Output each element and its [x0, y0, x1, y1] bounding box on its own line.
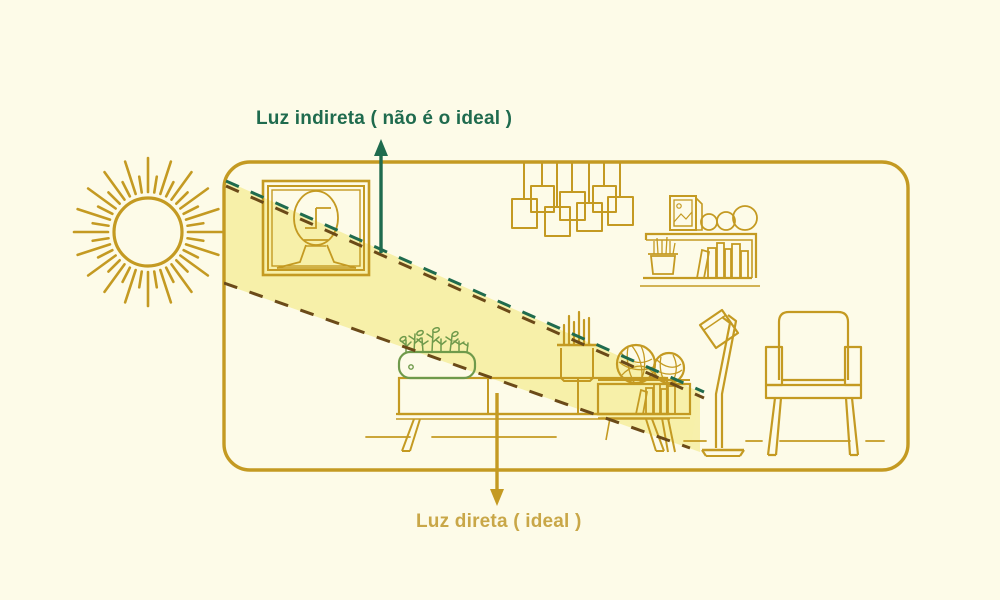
sun-ray [121, 266, 132, 284]
sun-ray [96, 248, 114, 259]
sun-ray [103, 170, 126, 201]
room-outline [222, 160, 910, 472]
sun-ray [103, 263, 126, 294]
sun-ray [96, 205, 114, 216]
floor-lamp [698, 308, 745, 457]
sun-ray [107, 258, 122, 273]
sun-ray [137, 270, 144, 289]
low-bookcase [596, 379, 692, 453]
indirect-arrow [374, 139, 388, 253]
pendant-lamp [576, 162, 603, 232]
sun-ray [182, 205, 200, 216]
sun-ray [174, 258, 189, 273]
pendant-lamp [544, 162, 571, 237]
sun-ray [164, 180, 175, 198]
sun-ray [170, 263, 193, 294]
pendant-lamp [530, 162, 555, 213]
sun-ray [123, 268, 137, 304]
pendant-lamp [592, 162, 617, 213]
sun-ray [174, 191, 189, 206]
framed-portrait [261, 179, 371, 277]
sun-ray [91, 236, 110, 243]
sun-ray [86, 254, 117, 277]
sun-ray [152, 175, 159, 194]
indirect-ray-dashed [225, 179, 705, 394]
direct-ray-lower-dashed [224, 281, 691, 450]
sun-ray [86, 187, 117, 210]
sun-ray [76, 243, 112, 257]
sun-ray [123, 160, 137, 196]
sun-ray [152, 270, 159, 289]
wall-shelf [640, 195, 760, 287]
sun-ray [121, 180, 132, 198]
planter-box [397, 326, 477, 380]
sun-ray [76, 207, 112, 221]
sun-ray [186, 221, 205, 228]
sun-ray [137, 175, 144, 194]
sun-ray [179, 187, 210, 210]
direct-ray-upper-dashed [225, 184, 705, 400]
bookcase-books [635, 383, 676, 415]
sun-ray [159, 160, 173, 196]
sun-ray [170, 170, 193, 201]
sun-ray [91, 221, 110, 228]
sun-ray [186, 236, 205, 243]
pendant-lamp [559, 162, 586, 221]
planter-foliage [399, 326, 469, 353]
sun-ray [182, 248, 200, 259]
label-direct-light: Luz direta ( ideal ) [416, 511, 582, 532]
sun-ray [184, 243, 220, 257]
shelf-plant-pot [648, 236, 678, 275]
sun-icon [72, 156, 224, 308]
pendant-lamp [607, 162, 634, 226]
decor-ball [732, 205, 758, 231]
sun-ray [107, 191, 122, 206]
floor-marks [365, 436, 885, 442]
pendant-lamps [511, 162, 634, 237]
sun-ray [159, 268, 173, 304]
armchair [764, 310, 863, 457]
sun-ray [164, 266, 175, 284]
sun-ray [184, 207, 220, 221]
direct-arrow [490, 393, 504, 506]
decor-ball [716, 211, 736, 231]
sun-ray [179, 254, 210, 277]
label-indirect-light: Luz indireta ( não é o ideal ) [256, 108, 513, 129]
shelf-books [696, 242, 749, 279]
pendant-lamp [511, 162, 538, 229]
